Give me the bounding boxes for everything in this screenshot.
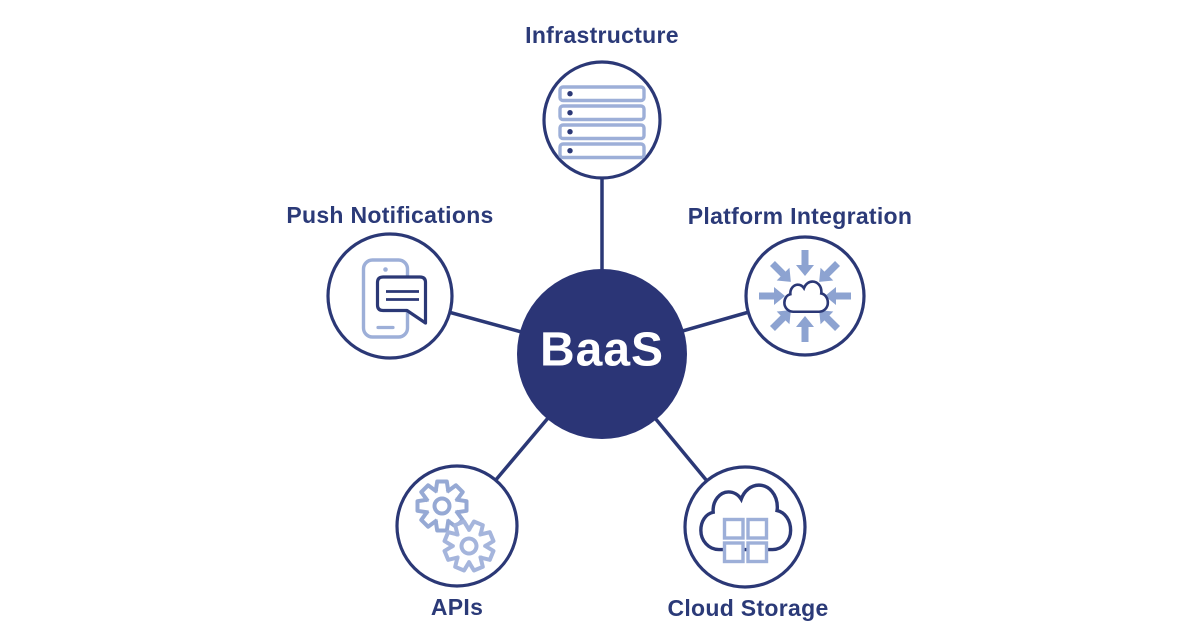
- node-label-apis: APIs: [430, 594, 484, 620]
- node-label-push-notifications: Push Notifications: [286, 202, 494, 228]
- smartphone-chat-icon: [361, 258, 428, 339]
- baas-center-circle: [517, 269, 687, 439]
- cloud-app-grid-icon: [698, 483, 793, 564]
- baas-label: BaaS: [539, 323, 665, 377]
- node-label-infrastructure: Infrastructure: [525, 22, 679, 48]
- server-rack-icon: [558, 85, 646, 160]
- node-label-platform-integration: Platform Integration: [687, 203, 913, 229]
- cloud-inward-arrows-icon: [759, 250, 851, 342]
- node-label-cloud-storage: Cloud Storage: [667, 595, 829, 621]
